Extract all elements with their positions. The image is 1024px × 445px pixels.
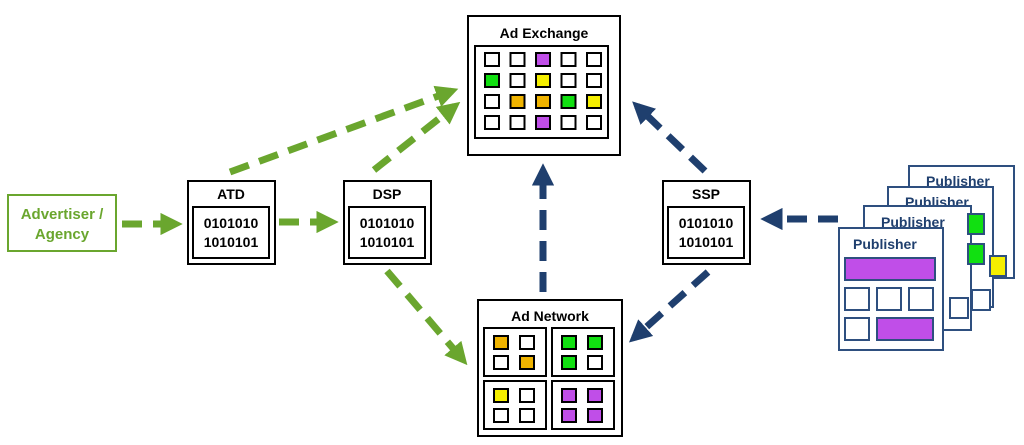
ad-exchange-box: Ad Exchange bbox=[467, 15, 621, 156]
dsp-code-line2: 1010101 bbox=[360, 234, 415, 250]
publisher-peek-cell bbox=[967, 213, 985, 235]
ad-exchange-title: Ad Exchange bbox=[500, 25, 589, 41]
arrow-atd-to-ad-exchange bbox=[228, 85, 459, 176]
exchange-cell bbox=[484, 52, 500, 67]
publisher-ad-slot bbox=[844, 317, 870, 341]
exchange-cell bbox=[509, 94, 526, 109]
atd-code-line2: 1010101 bbox=[204, 234, 259, 250]
network-cell bbox=[587, 408, 603, 423]
arrow-dsp-to-ad-network bbox=[384, 268, 468, 366]
network-cell bbox=[519, 408, 535, 423]
network-cell bbox=[561, 408, 577, 423]
dsp-code-line1: 0101010 bbox=[360, 215, 415, 231]
exchange-cell bbox=[484, 73, 500, 88]
exchange-cell bbox=[509, 73, 526, 88]
advertiser-agency-box: Advertiser / Agency bbox=[7, 194, 117, 252]
network-cell bbox=[587, 355, 603, 370]
publisher-title-front: Publisher bbox=[853, 236, 917, 252]
exchange-cell bbox=[509, 52, 526, 67]
exchange-cell bbox=[586, 73, 602, 88]
network-cell bbox=[561, 335, 577, 350]
exchange-cell bbox=[586, 115, 602, 130]
dsp-box: DSP 0101010 1010101 bbox=[343, 180, 432, 265]
publisher-peek-cell bbox=[989, 255, 1007, 277]
network-cell bbox=[561, 388, 577, 403]
ssp-code-line1: 0101010 bbox=[679, 215, 734, 231]
ssp-code-line2: 1010101 bbox=[679, 234, 734, 250]
blue-arrows bbox=[531, 101, 838, 343]
atd-box: ATD 0101010 1010101 bbox=[187, 180, 276, 265]
ad-exchange-grid bbox=[484, 52, 602, 130]
publisher-title-back-1: Publisher bbox=[881, 214, 945, 230]
publisher-ad-slot bbox=[908, 287, 934, 311]
arrow-ssp-to-ad-exchange bbox=[632, 101, 708, 174]
publisher-ad-slot bbox=[876, 317, 934, 341]
exchange-cell bbox=[484, 94, 500, 109]
exchange-cell bbox=[484, 115, 500, 130]
publisher-ad-slot bbox=[876, 287, 902, 311]
ad-network-title: Ad Network bbox=[511, 308, 589, 324]
publisher-ad-slot bbox=[844, 257, 936, 281]
ssp-title: SSP bbox=[692, 186, 720, 202]
exchange-cell bbox=[560, 52, 577, 67]
dsp-title: DSP bbox=[373, 186, 402, 202]
ssp-box: SSP 0101010 1010101 bbox=[662, 180, 751, 265]
exchange-cell bbox=[560, 94, 577, 109]
network-cell bbox=[519, 355, 535, 370]
network-cell bbox=[493, 388, 509, 403]
arrow-dsp-to-ad-exchange bbox=[371, 101, 461, 173]
exchange-cell bbox=[535, 115, 551, 130]
publisher-page-front: Publisher bbox=[838, 227, 944, 351]
publisher-ad-slot bbox=[844, 287, 870, 311]
exchange-cell bbox=[586, 94, 602, 109]
publisher-peek-cells bbox=[949, 213, 1007, 319]
publisher-back-cell bbox=[949, 297, 969, 319]
network-cell bbox=[493, 335, 509, 350]
network-cell bbox=[493, 355, 509, 370]
exchange-cell bbox=[586, 52, 602, 67]
publisher-title-back-3: Publisher bbox=[926, 173, 990, 189]
exchange-cell bbox=[560, 73, 577, 88]
exchange-cell bbox=[535, 73, 551, 88]
network-cell bbox=[519, 388, 535, 403]
network-cell bbox=[561, 355, 577, 370]
arrow-ssp-to-ad-network bbox=[628, 269, 711, 343]
publisher-peek-cell bbox=[967, 243, 985, 265]
network-cell bbox=[587, 335, 603, 350]
exchange-cell bbox=[509, 115, 526, 130]
ad-network-box: Ad Network bbox=[477, 299, 623, 437]
exchange-cell bbox=[535, 94, 551, 109]
advertiser-label-line1: Advertiser / bbox=[21, 206, 104, 223]
atd-title: ATD bbox=[217, 186, 245, 202]
publisher-stack: Publisher Publisher Publisher Publisher bbox=[838, 165, 1015, 351]
ad-network-groups bbox=[483, 327, 615, 430]
network-cell bbox=[519, 335, 535, 350]
advertiser-label-line2: Agency bbox=[35, 226, 90, 243]
publisher-front-layout bbox=[844, 257, 936, 341]
network-cell bbox=[587, 388, 603, 403]
exchange-cell bbox=[535, 52, 551, 67]
network-cell bbox=[493, 408, 509, 423]
atd-code-line1: 0101010 bbox=[204, 215, 259, 231]
exchange-cell bbox=[560, 115, 577, 130]
green-arrows bbox=[122, 85, 468, 366]
publisher-back-cell bbox=[971, 289, 991, 311]
